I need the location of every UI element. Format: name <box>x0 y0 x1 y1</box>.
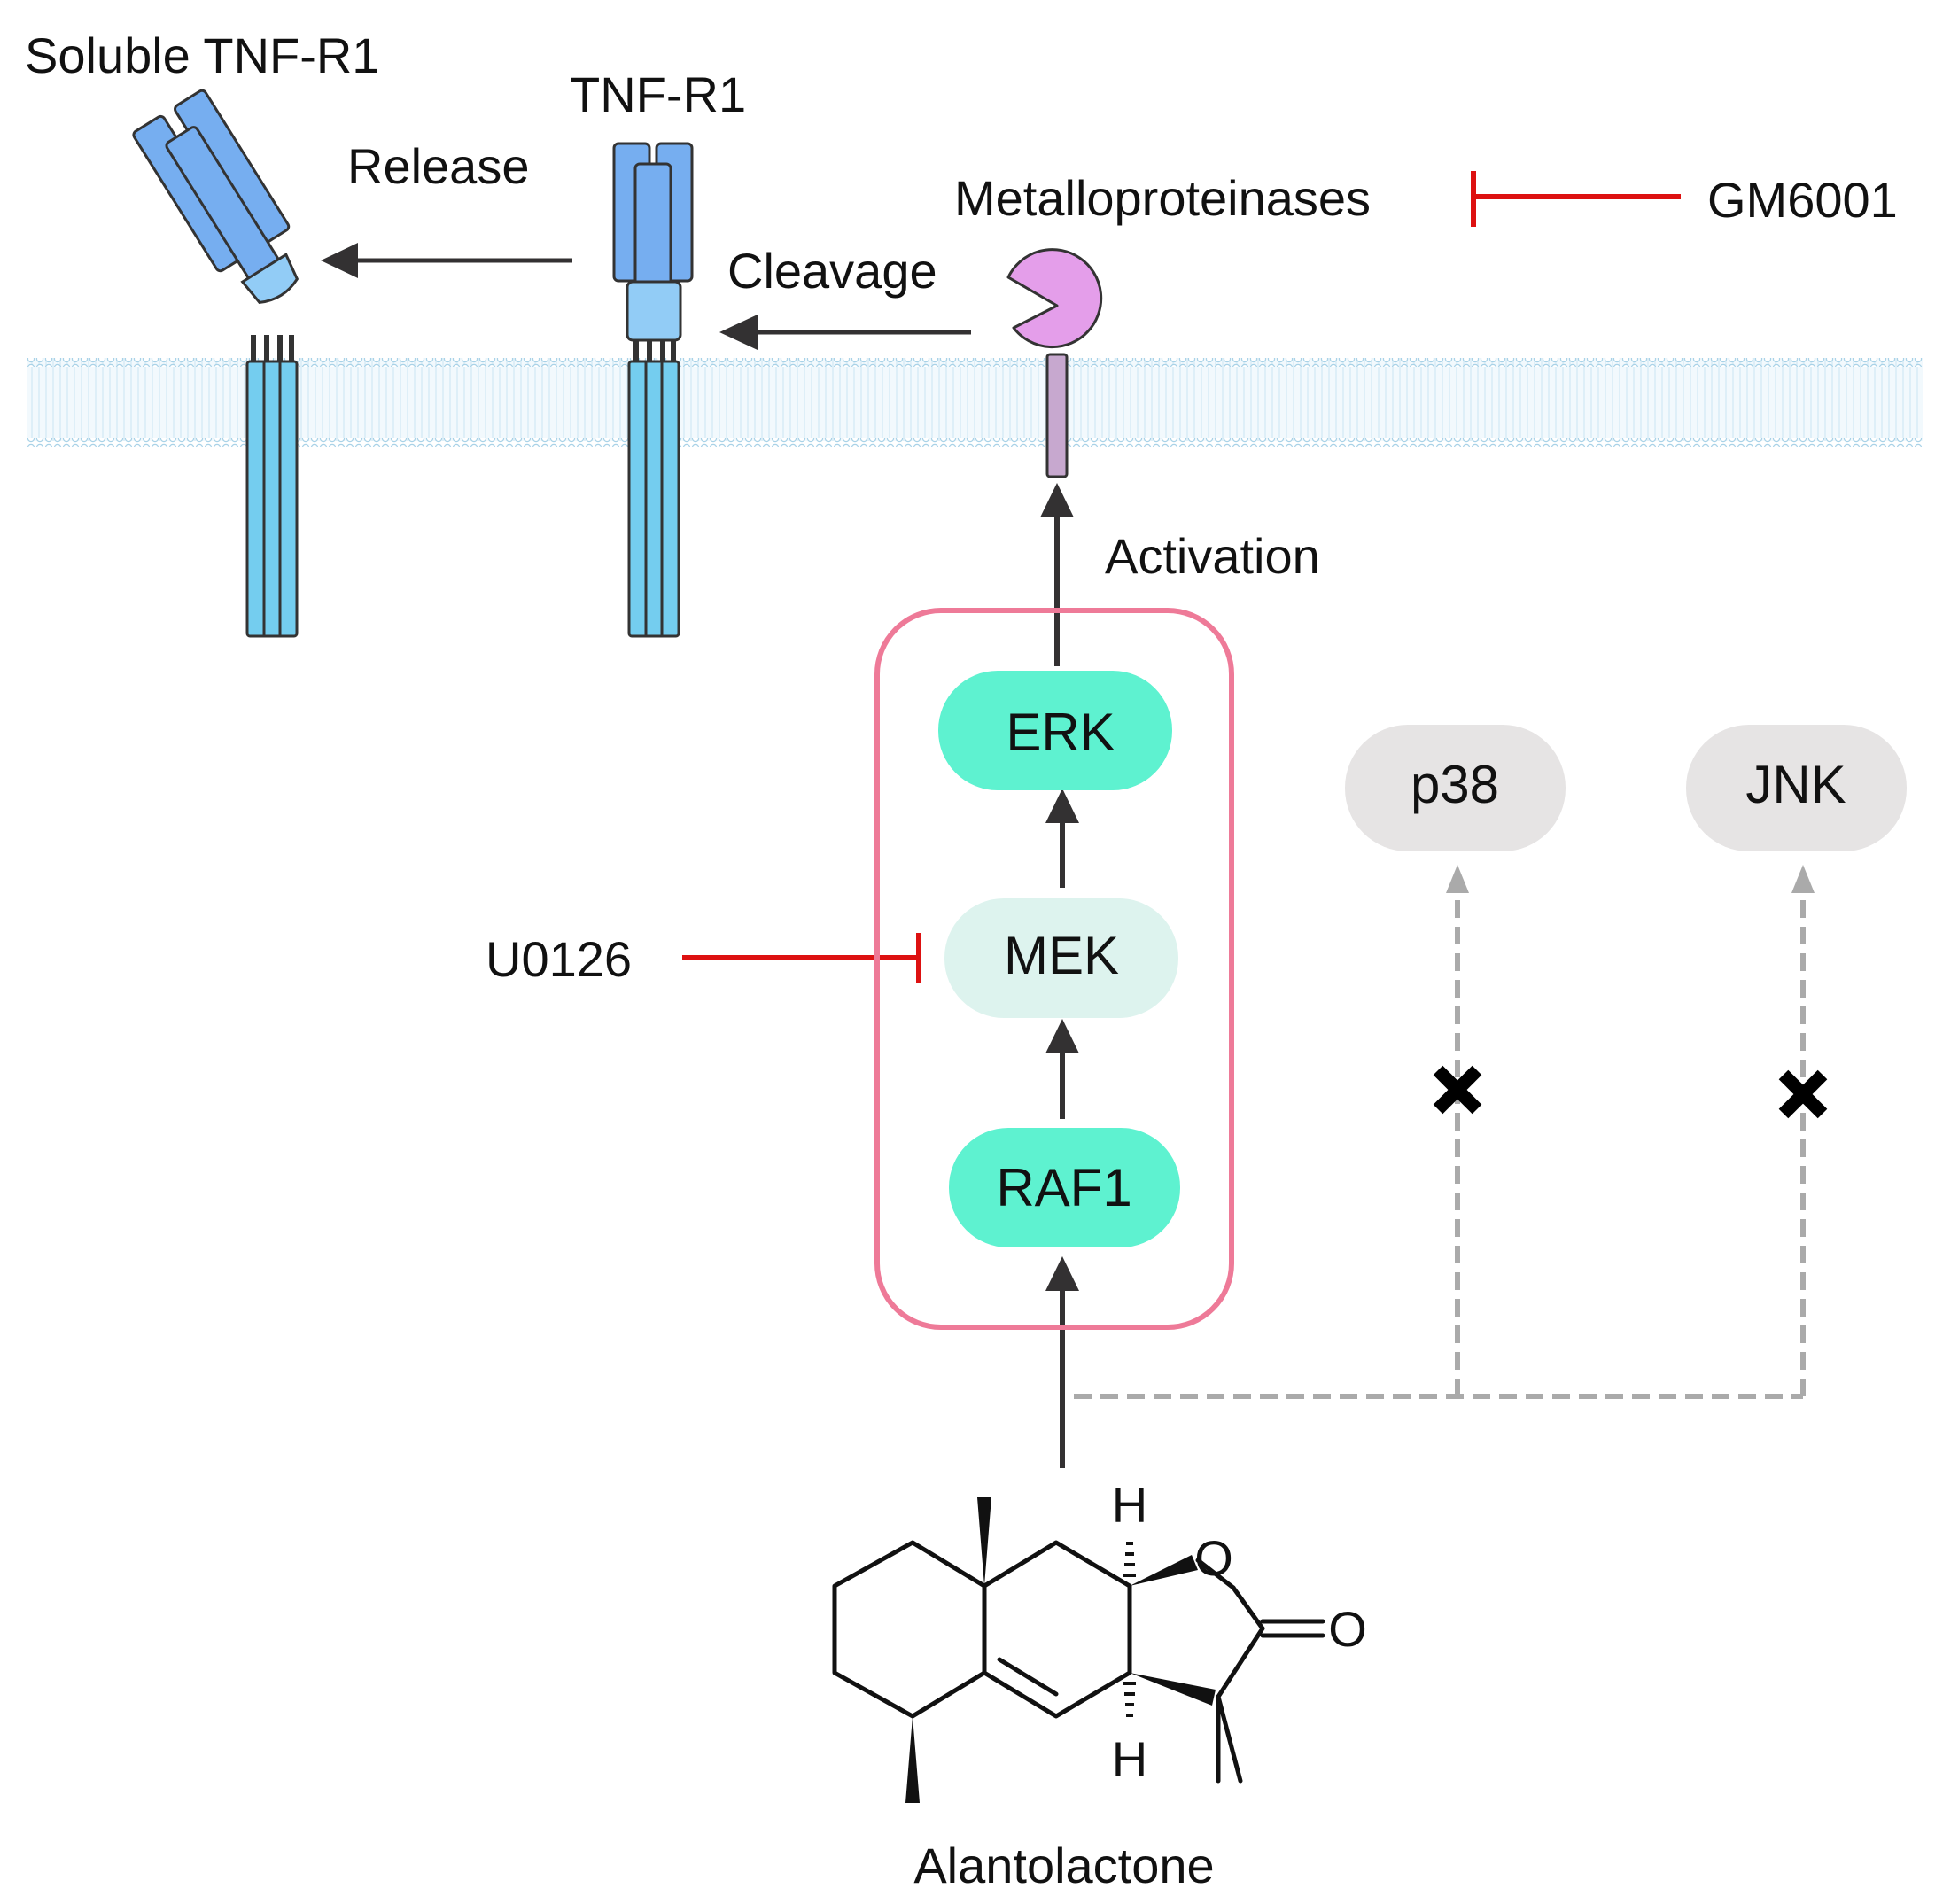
compound-to-raf1-arrow <box>1045 1256 1079 1468</box>
carbonyl-oxygen-label: O <box>1328 1601 1367 1657</box>
alantolactone-hashes <box>1123 1542 1136 1717</box>
raf1-to-mek-arrow <box>1045 1019 1079 1119</box>
alantolactone-wedges <box>905 1497 1216 1803</box>
p38-label: p38 <box>1411 755 1499 814</box>
p38-blocked-x-icon <box>1433 1065 1482 1115</box>
ring-oxygen-label: O <box>1194 1530 1233 1586</box>
tnf-r1-receptor-icon <box>612 142 694 638</box>
cleavage-arrow <box>719 315 971 350</box>
hydrogen-top-label: H <box>1112 1477 1147 1533</box>
p38-node: p38 <box>1345 725 1566 851</box>
alantolactone-label: Alantolactone <box>913 1838 1214 1893</box>
release-arrow <box>321 243 572 278</box>
activation-label: Activation <box>1105 528 1320 584</box>
alantolactone-structure <box>832 1540 1325 1784</box>
activation-arrow <box>1040 483 1074 666</box>
mapk-pathway-box <box>874 608 1234 1330</box>
jnk-blocked-x-icon <box>1778 1069 1828 1119</box>
soluble-tnf-r1-icon <box>132 89 299 305</box>
release-label: Release <box>347 138 529 194</box>
raf1-node: RAF1 <box>949 1128 1180 1247</box>
u0126-inhibition-bar <box>682 933 921 983</box>
cleavage-label: Cleavage <box>727 243 937 299</box>
tnf-r1-label: TNF-R1 <box>570 66 746 122</box>
metalloproteinases-label: Metalloproteinases <box>954 170 1371 226</box>
cleaved-receptor-stump-icon <box>245 335 299 638</box>
p38-dashed-arrowhead <box>1446 865 1469 893</box>
erk-label: ERK <box>1006 703 1115 762</box>
mek-label: MEK <box>1004 926 1119 985</box>
gm6001-inhibition-bar <box>1471 171 1681 227</box>
metalloproteinase-icon <box>1006 248 1103 478</box>
mek-to-erk-arrow <box>1045 789 1079 888</box>
mek-node: MEK <box>944 898 1178 1018</box>
jnk-node: JNK <box>1686 725 1907 851</box>
erk-node: ERK <box>938 671 1172 790</box>
dashed-branch-lines <box>1074 895 1806 1399</box>
raf1-label: RAF1 <box>996 1158 1131 1217</box>
soluble-tnf-r1-label: Soluble TNF-R1 <box>25 27 379 83</box>
jnk-label: JNK <box>1745 755 1846 814</box>
cell-membrane <box>27 358 1923 447</box>
u0126-label: U0126 <box>486 931 632 987</box>
hydrogen-bottom-label: H <box>1112 1731 1147 1787</box>
gm6001-label: GM6001 <box>1707 172 1898 228</box>
jnk-dashed-arrowhead <box>1791 865 1815 893</box>
